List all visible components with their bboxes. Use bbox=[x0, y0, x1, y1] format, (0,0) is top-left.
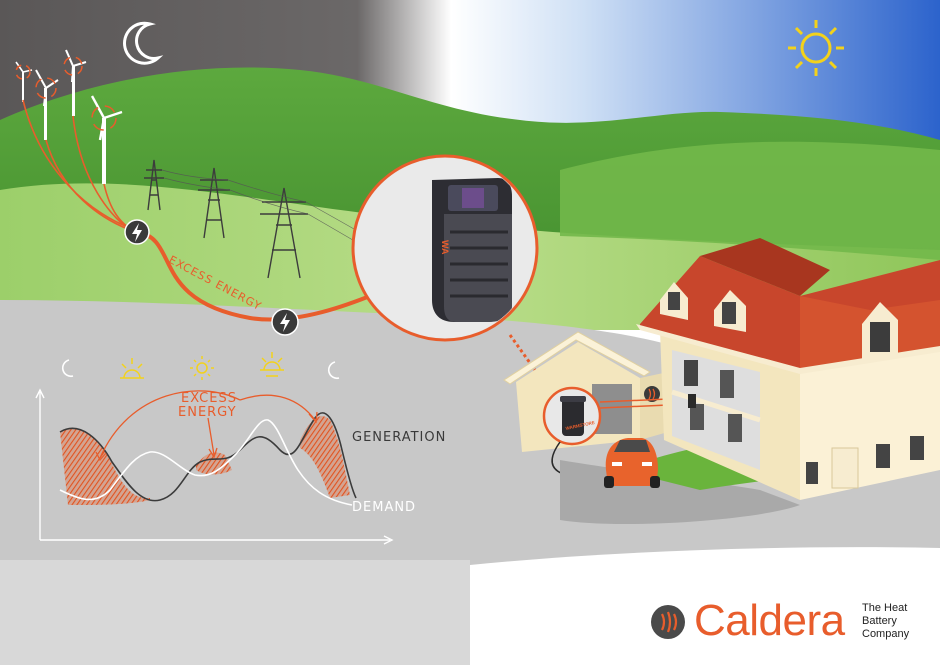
pylons bbox=[144, 159, 308, 279]
garage-battery-marking: WARMSTORE bbox=[565, 420, 595, 431]
tagline-line: Battery bbox=[862, 615, 897, 627]
demand-line bbox=[59, 419, 353, 506]
sunrise-icon bbox=[120, 358, 144, 379]
energy-graph: EXCESS ENERGY GENERATION DEMAND bbox=[35, 388, 446, 545]
caldera-logo-mark bbox=[651, 605, 685, 639]
moon-icon bbox=[61, 359, 74, 378]
graph-excess-label-line2: ENERGY bbox=[178, 405, 237, 420]
excess-area-evening bbox=[300, 416, 350, 498]
sunset-icon bbox=[260, 352, 284, 377]
garage-battery-highlight: WARMSTORE bbox=[542, 386, 602, 446]
battery-marking: WA bbox=[440, 240, 450, 255]
excess-area-night bbox=[60, 428, 150, 505]
time-icons bbox=[61, 352, 340, 380]
white-panel bbox=[470, 547, 940, 665]
heat-battery-closeup: WA bbox=[351, 154, 539, 342]
generation-label: GENERATION bbox=[352, 430, 446, 445]
shift-arrow bbox=[99, 390, 241, 459]
tagline-line: The Heat bbox=[862, 602, 908, 614]
graph-excess-label-line1: EXCESS bbox=[181, 391, 237, 406]
ground-foreground bbox=[0, 560, 470, 665]
junction-icon bbox=[124, 219, 150, 245]
right-hill bbox=[560, 141, 940, 260]
brand-tagline: The Heat Battery Company bbox=[862, 602, 909, 641]
junction-icon bbox=[271, 308, 299, 336]
moon-icon bbox=[123, 21, 164, 65]
house bbox=[636, 238, 940, 500]
electric-car bbox=[604, 438, 660, 488]
sun-icon bbox=[190, 356, 214, 380]
tagline-line: Company bbox=[862, 628, 910, 640]
demand-label: DEMAND bbox=[352, 500, 416, 515]
brand-name: Caldera bbox=[694, 596, 845, 645]
moon-icon bbox=[327, 361, 340, 380]
caldera-brand: Caldera The Heat Battery Company bbox=[650, 596, 930, 646]
sun-icon bbox=[788, 20, 844, 76]
house-cutaway bbox=[671, 350, 761, 470]
turbine-spin-arcs bbox=[15, 56, 117, 131]
dormer-windows bbox=[660, 282, 898, 364]
